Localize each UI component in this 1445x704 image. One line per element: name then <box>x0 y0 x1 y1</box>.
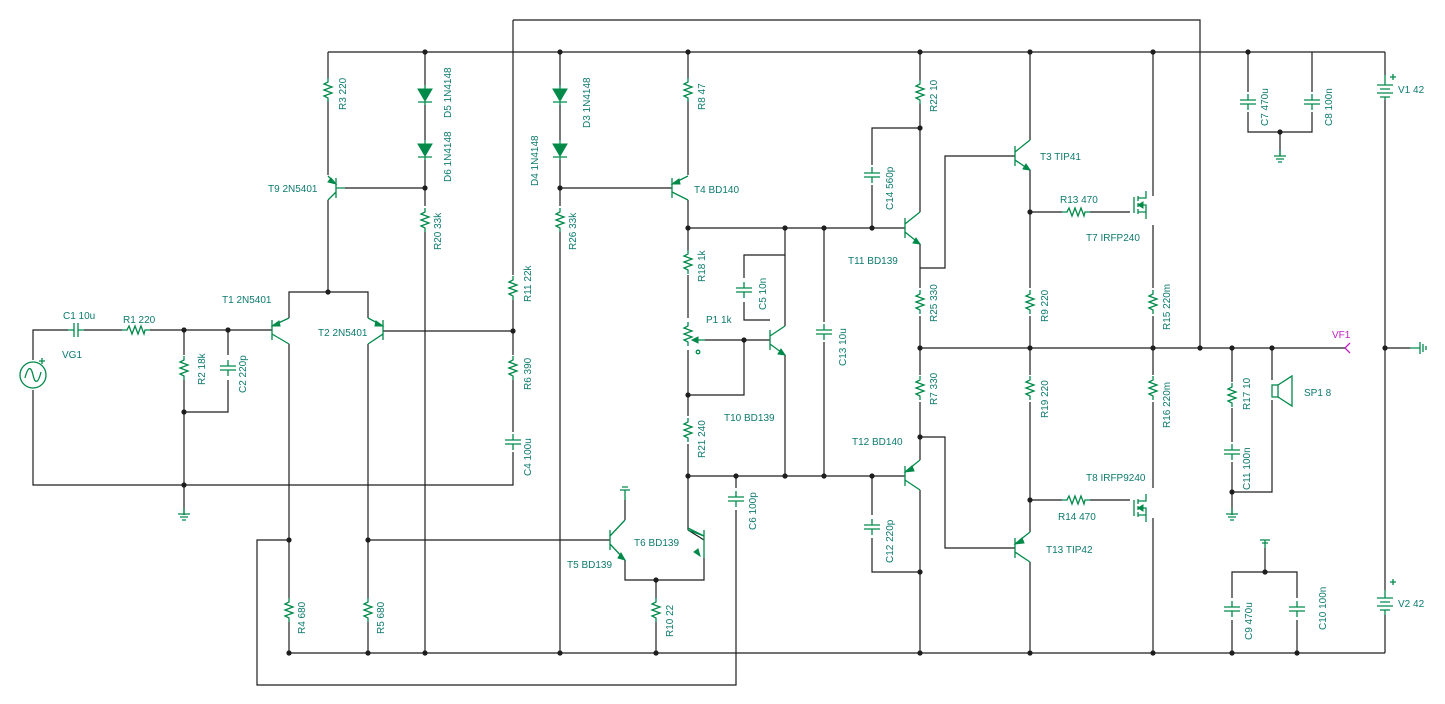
label-r1: R1 220 <box>123 315 156 326</box>
label-t11: T11 BD139 <box>848 256 898 267</box>
t10-symbol <box>769 325 787 356</box>
label-vg1: VG1 <box>62 350 82 361</box>
t5-symbol <box>609 519 627 561</box>
probe-vf1 <box>1344 342 1351 354</box>
label-r3: R3 220 <box>338 77 349 110</box>
diodes <box>417 84 568 161</box>
label-r6: R6 390 <box>523 357 534 390</box>
label-t8: T8 IRFP9240 <box>1086 473 1146 484</box>
label-d5: D5 1N4148 <box>443 67 454 118</box>
component-labels: C1 10u R1 220 VG1 R2 18k C2 220p T1 2N54… <box>62 67 1425 640</box>
label-t12: T12 BD140 <box>852 437 903 448</box>
t11-symbol <box>904 211 922 245</box>
label-v1: V1 42 <box>1398 85 1425 96</box>
label-c7: C7 470u <box>1260 88 1271 126</box>
label-r26: R26 33k <box>568 212 579 250</box>
label-v2: V2 42 <box>1398 599 1425 610</box>
label-r16: R16 220m <box>1162 382 1173 428</box>
label-r17: R17 10 <box>1242 377 1253 410</box>
label-r9: R9 220 <box>1040 289 1051 322</box>
label-c9: C9 470u <box>1244 602 1255 640</box>
label-c1: C1 10u <box>63 311 95 322</box>
label-c14: C14 560p <box>885 166 896 210</box>
label-r5: R5 680 <box>376 601 387 634</box>
label-c6: C6 100p <box>748 492 759 530</box>
label-t6: T6 BD139 <box>634 538 679 549</box>
label-t10: T10 BD139 <box>724 413 775 424</box>
label-r14: R14 470 <box>1058 512 1096 523</box>
label-c13: C13 10u <box>838 328 849 366</box>
label-r13: R13 470 <box>1060 195 1098 206</box>
label-c10: C10 100n <box>1318 587 1329 630</box>
t12-symbol <box>903 459 921 491</box>
label-t2: T2 2N5401 <box>318 328 368 339</box>
label-t9: T9 2N5401 <box>268 184 318 195</box>
battery-v1 <box>1377 74 1396 100</box>
label-d6: D6 1N4148 <box>443 131 454 182</box>
label-r4: R4 680 <box>297 601 308 634</box>
label-r2: R2 18k <box>197 352 208 385</box>
label-t4: T4 BD140 <box>694 185 739 196</box>
battery-v2 <box>1377 579 1396 615</box>
t1-symbol <box>270 317 290 345</box>
label-r7: R7 330 <box>929 372 940 405</box>
capacitors <box>67 93 1321 618</box>
label-c8: C8 100n <box>1324 88 1335 126</box>
label-r15: R15 220m <box>1162 284 1173 330</box>
grounds <box>177 149 1427 548</box>
label-c4: C4 100u <box>523 438 534 476</box>
label-r10: R10 22 <box>665 604 676 637</box>
t9-symbol <box>327 175 345 201</box>
label-r21: R21 240 <box>697 420 708 458</box>
label-c2: C2 220p <box>238 355 249 393</box>
sources <box>19 74 1396 615</box>
speaker-sp1 <box>1271 374 1293 408</box>
label-t3: T3 TIP41 <box>1040 152 1081 163</box>
label-p1: P1 1k <box>706 315 733 326</box>
label-r11: R11 22k <box>523 264 534 302</box>
label-c12: C12 220p <box>885 519 896 563</box>
label-r25: R25 330 <box>929 284 940 322</box>
label-r8: R8 47 <box>697 83 708 110</box>
junction-dots <box>181 49 1388 656</box>
label-t7: T7 IRFP240 <box>1086 233 1140 244</box>
signal-generator-vg1 <box>19 358 47 389</box>
label-r22: R22 10 <box>929 79 940 112</box>
label-t1: T1 2N5401 <box>222 295 272 306</box>
label-t13: T13 TIP42 <box>1046 545 1093 556</box>
t13-symbol <box>1013 531 1031 563</box>
label-c11: C11 100n <box>1242 447 1253 490</box>
label-sp1: SP1 8 <box>1304 388 1332 399</box>
label-c5: C5 10n <box>758 278 769 310</box>
potentiometer-p1 <box>683 321 705 355</box>
label-r20: R20 33k <box>433 212 444 250</box>
label-t5: T5 BD139 <box>567 560 612 571</box>
t2-symbol <box>367 317 385 345</box>
t3-symbol <box>1014 139 1032 171</box>
t4-symbol <box>670 175 689 201</box>
t6-symbol <box>687 527 705 558</box>
label-r19: R19 220 <box>1040 380 1051 418</box>
label-r18: R18 1k <box>697 249 708 282</box>
label-d3: D3 1N4148 <box>582 77 593 128</box>
label-d4: D4 1N4148 <box>530 135 541 186</box>
wires <box>32 19 1410 686</box>
transistors <box>270 139 1147 563</box>
label-vf1: VF1 <box>1332 330 1351 341</box>
